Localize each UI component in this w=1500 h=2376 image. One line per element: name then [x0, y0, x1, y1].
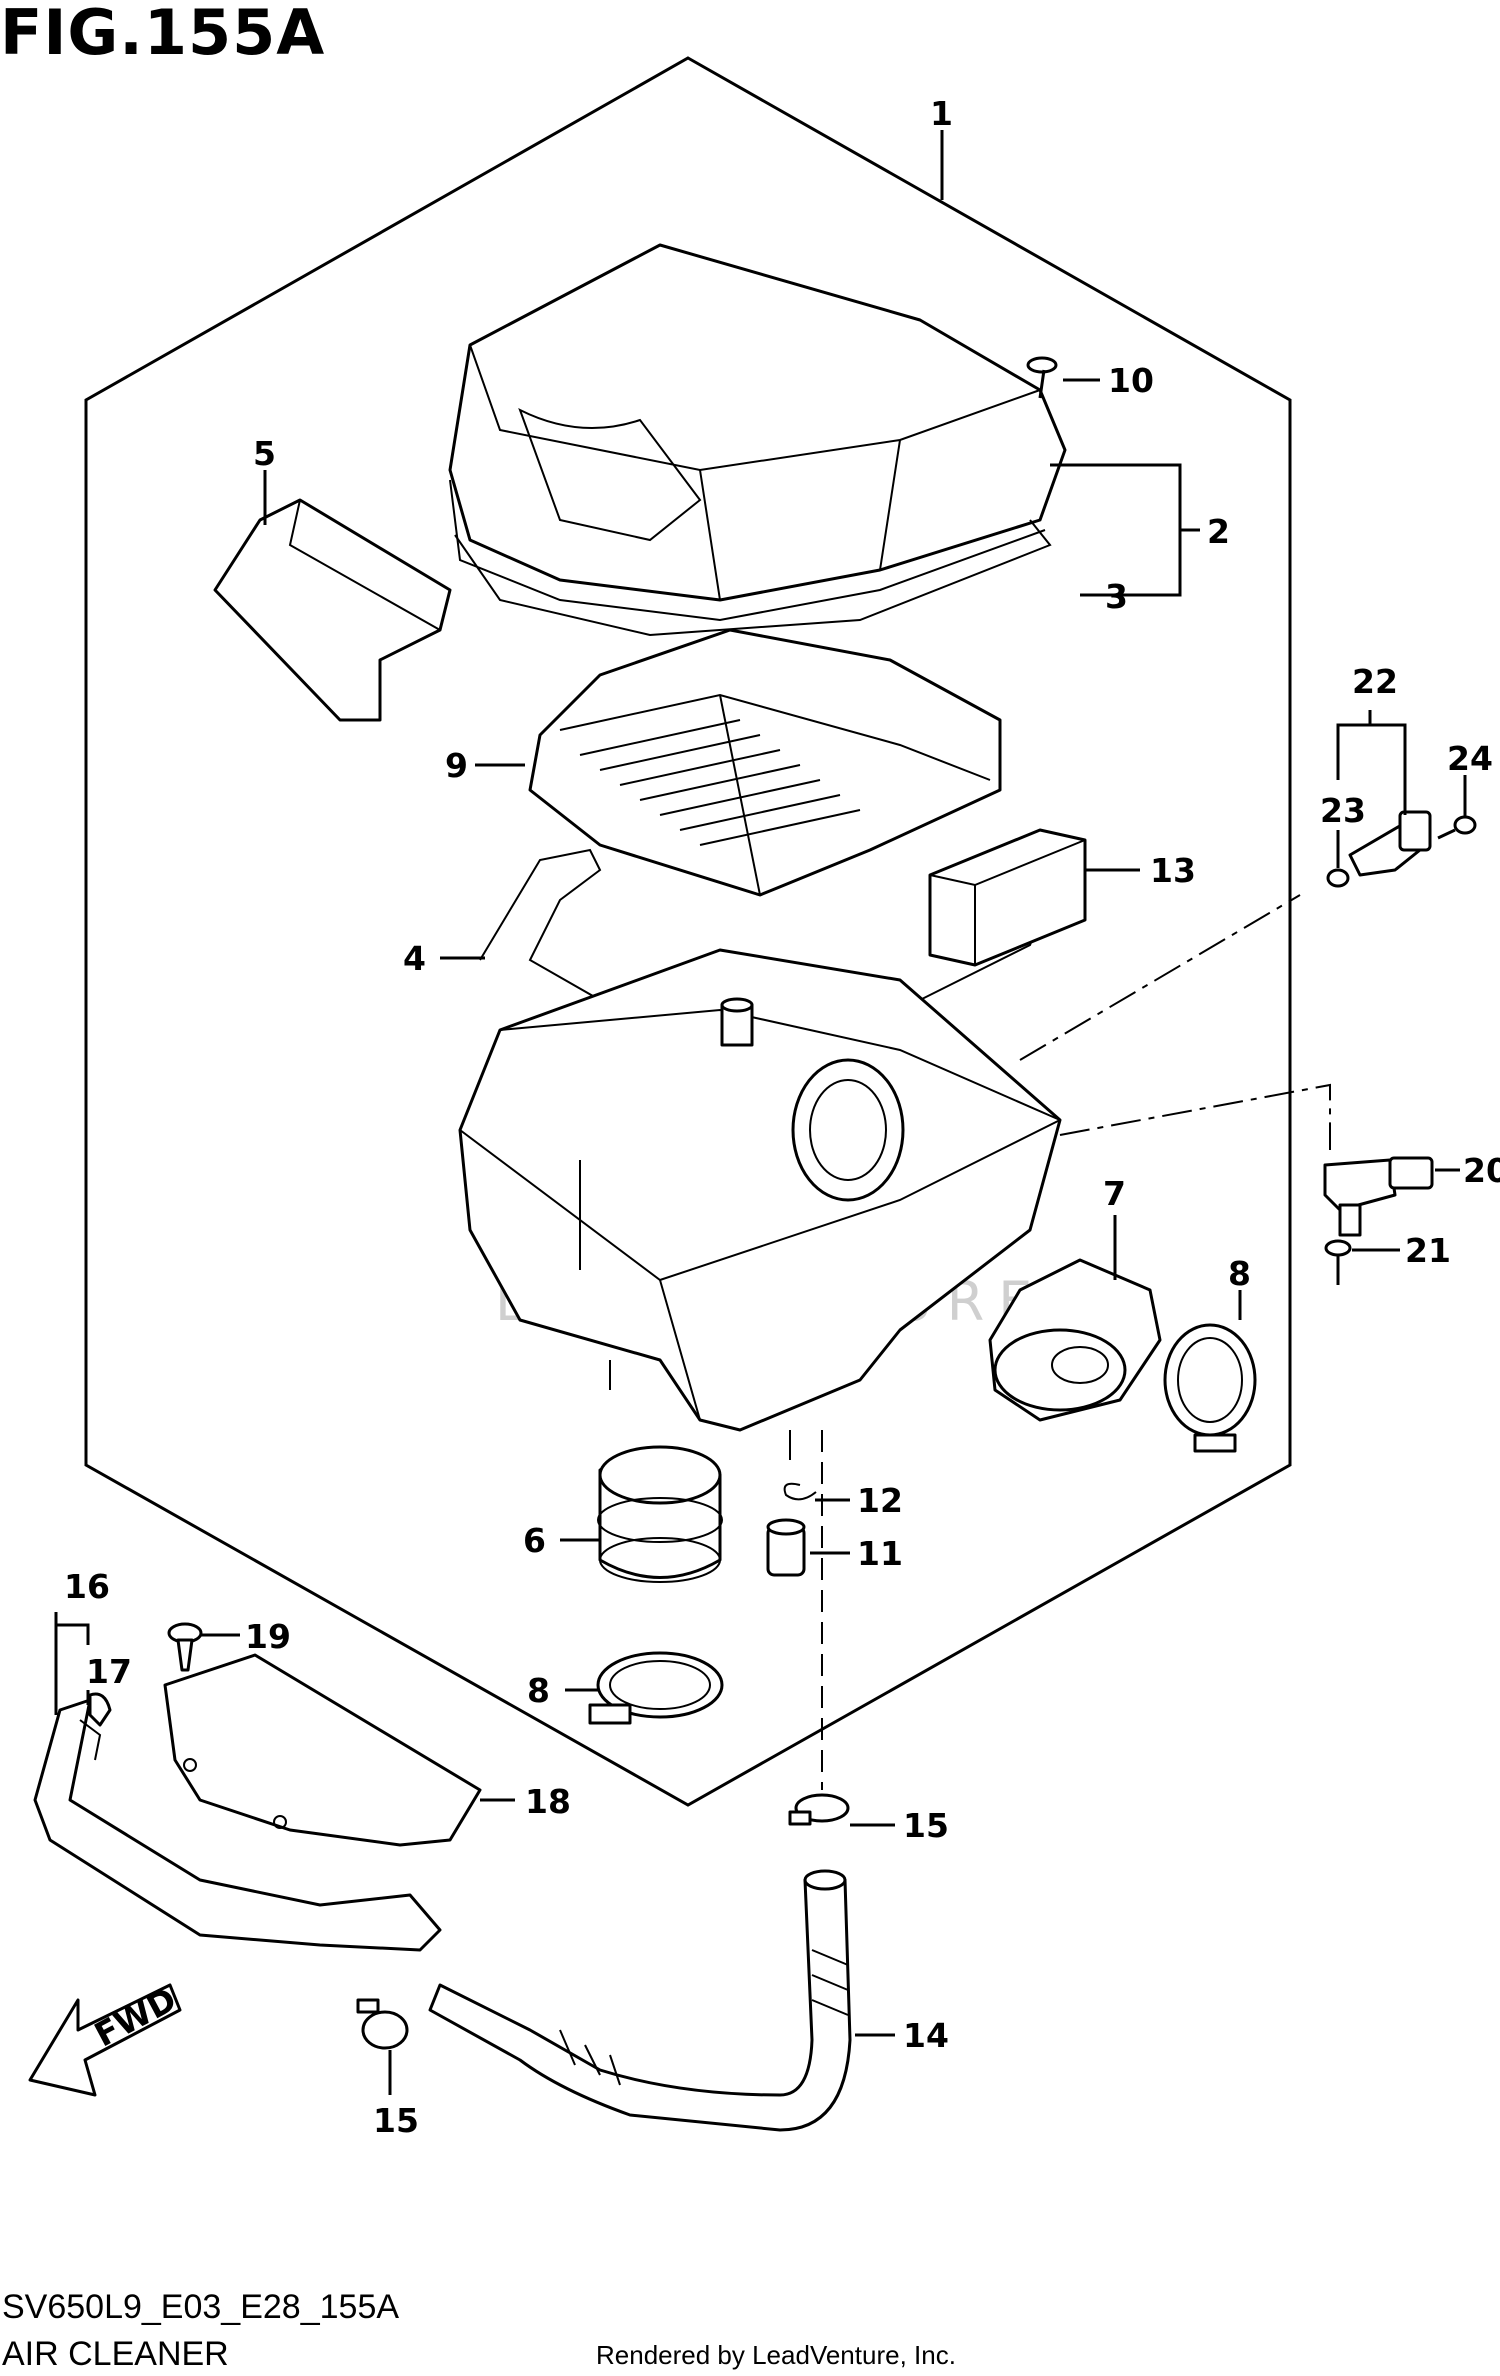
o-ring[interactable] — [1326, 868, 1350, 888]
intake-duct[interactable] — [213, 498, 452, 722]
drain-boot[interactable] — [597, 1445, 723, 1583]
callout-19: 19 — [245, 1617, 291, 1656]
intake-temp-sensor[interactable] — [1348, 810, 1432, 877]
tube-grommet[interactable] — [88, 1692, 112, 1727]
callout-15-bottom: 15 — [373, 2101, 419, 2140]
callout-1: 1 — [930, 94, 953, 133]
callout-18: 18 — [525, 1782, 571, 1821]
air-filter-element[interactable] — [528, 628, 1002, 897]
callout-20: 20 — [1463, 1151, 1500, 1190]
boot-clamp-right[interactable] — [1163, 1323, 1257, 1453]
callout-17: 17 — [86, 1652, 132, 1691]
case-gasket — [479, 848, 1041, 1042]
callout-24: 24 — [1447, 739, 1493, 778]
breather-tube[interactable] — [33, 1698, 442, 1952]
callout-16: 16 — [64, 1567, 110, 1606]
hose-clamp-top[interactable] — [788, 1793, 850, 1826]
callout-2: 2 — [1207, 512, 1230, 551]
callout-7: 7 — [1103, 1174, 1126, 1213]
side-plate[interactable] — [163, 1653, 482, 1847]
callout-9: 9 — [445, 746, 468, 785]
callout-22: 22 — [1352, 662, 1398, 701]
pressure-sensor[interactable] — [1323, 1156, 1434, 1237]
callout-6: 6 — [523, 1521, 546, 1560]
callout-10: 10 — [1108, 361, 1154, 400]
callout-21: 21 — [1405, 1231, 1451, 1270]
callout-13: 13 — [1150, 851, 1196, 890]
callout-14: 14 — [903, 2016, 949, 2055]
assembly-outline — [84, 56, 1292, 1807]
screw[interactable] — [1026, 356, 1058, 399]
drain-plug[interactable] — [766, 1518, 806, 1577]
rivet[interactable] — [167, 1622, 203, 1672]
leader-lines — [54, 130, 1467, 2095]
hose-clamp-bottom[interactable] — [356, 1998, 409, 2050]
callout-12: 12 — [857, 1481, 903, 1520]
callout-11: 11 — [857, 1534, 903, 1573]
air-cleaner-cover[interactable] — [448, 243, 1067, 622]
callout-4: 4 — [403, 939, 426, 978]
air-cleaner-case[interactable] — [458, 948, 1062, 1460]
render-credit: Rendered by LeadVenture, Inc. — [596, 2340, 956, 2370]
connector-boot[interactable] — [988, 1258, 1162, 1422]
drain-hose[interactable] — [428, 1869, 852, 2132]
diagram-code: SV650L9_E03_E28_155A — [2, 2288, 400, 2326]
svg-text:FWD: FWD — [88, 1979, 183, 2054]
callout-5: 5 — [253, 434, 276, 473]
fwd-arrow: FWD — [28, 1979, 183, 2097]
sensor-screw[interactable] — [1324, 1239, 1352, 1285]
foam-pad[interactable] — [928, 828, 1087, 967]
sensor22-leader — [1019, 894, 1301, 1061]
callout-15-top: 15 — [903, 1806, 949, 1845]
cover-gasket — [454, 519, 1052, 637]
sensor20-leader — [1059, 1083, 1331, 1150]
clip[interactable] — [783, 1482, 817, 1501]
drain-clamp[interactable] — [588, 1651, 724, 1725]
callout-3: 3 — [1105, 577, 1128, 616]
sensor-bolt[interactable] — [1437, 815, 1477, 840]
section-name: AIR CLEANER — [2, 2335, 229, 2373]
callout-8-right: 8 — [1228, 1254, 1251, 1293]
callout-8-lower: 8 — [527, 1671, 550, 1710]
figure-title: FIG.155A — [0, 0, 326, 69]
callout-23: 23 — [1320, 791, 1366, 830]
